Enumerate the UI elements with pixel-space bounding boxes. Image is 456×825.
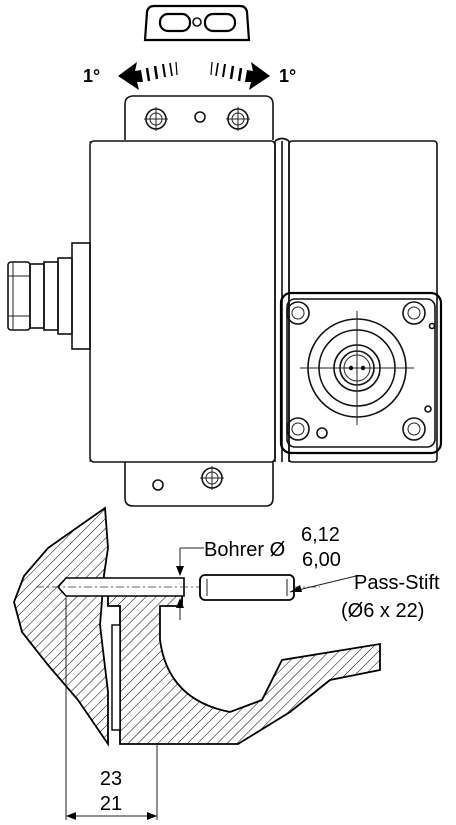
bottom-mounting-bracket [124,462,274,507]
top-mounting-bracket [124,95,274,140]
dimension-lower-value: 21 [100,793,122,815]
flange-groove [111,624,121,731]
dimension-upper-value: 23 [100,768,122,790]
pin-size-label: (Ø6 x 22) [341,600,424,622]
flange-plate [279,291,443,455]
side-connector [7,242,91,350]
drill-label: Bohrer Ø [204,539,285,561]
rotate-right-arrow-icon [210,61,270,90]
pin-label: Pass-Stift [354,572,440,594]
rotation-plate-icon [143,4,251,42]
drill-tolerance-lower: 6,00 [302,549,341,571]
depth-dimension [65,598,158,820]
dowel-pin [199,574,295,601]
device-top-view [7,95,443,507]
motor-housing [89,140,276,463]
rotate-left-angle-label: 1° [83,66,100,86]
drill-tolerance-upper: 6,12 [301,524,340,546]
rotation-indicator: 1° 1° [83,4,296,90]
section-flange-hatched [107,581,381,745]
rotate-left-arrow-icon [118,61,178,90]
pin-leader [289,575,357,593]
rotate-right-angle-label: 1° [279,66,296,86]
section-wall-hatched [13,506,109,747]
section-detail: Bohrer Ø 6,12 6,00 Pass-Stift (Ø6 x 22) … [13,506,440,820]
drill-dimension-leader [176,547,204,620]
